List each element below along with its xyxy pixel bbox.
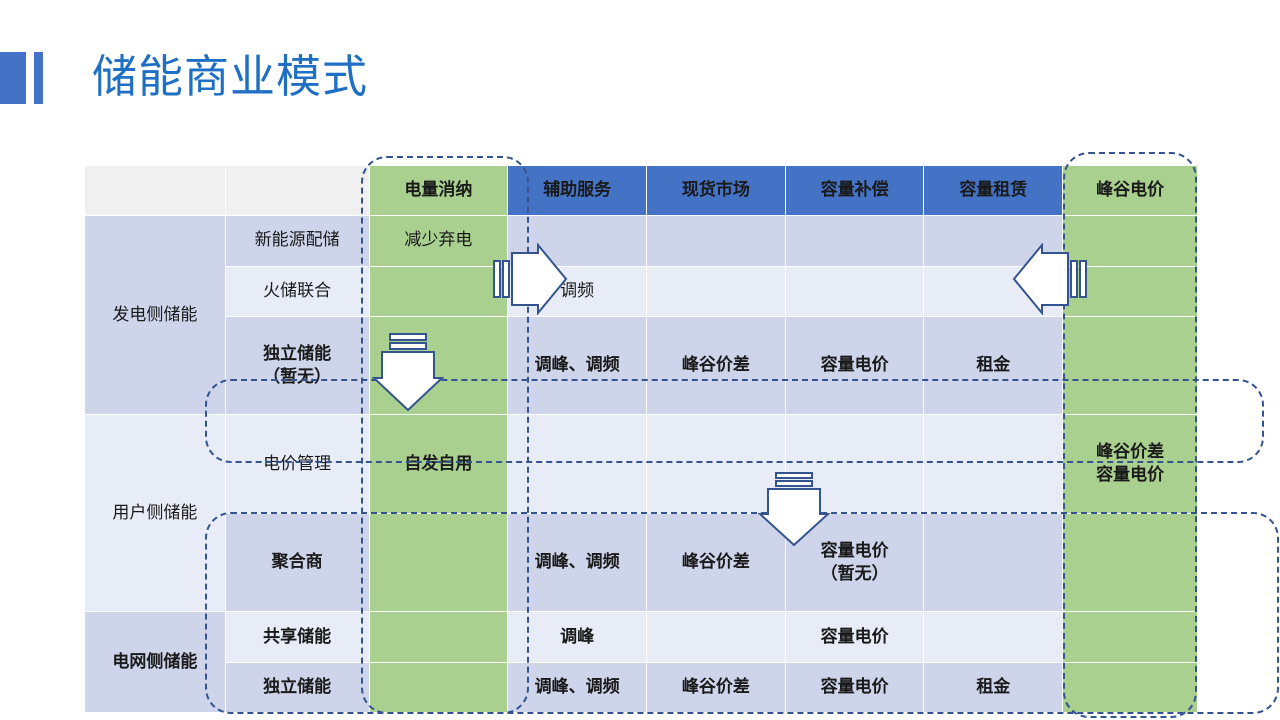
group-label-3: 电网侧储能 (84, 611, 226, 713)
column-header-2 (224, 164, 370, 217)
title-accent-bar-small (34, 52, 43, 104)
table-cell (923, 611, 1064, 663)
row-label: 独立储能（暂无） (224, 315, 370, 416)
table-row: 用户侧储能电价管理自发自用 峰谷价差容量电价 (84, 414, 1198, 613)
row-label: 共享储能 (224, 611, 370, 663)
row-label: 电价管理 (224, 414, 370, 514)
table-cell (784, 215, 925, 267)
table-cell (1062, 661, 1198, 714)
table-cell: 容量电价 (784, 661, 925, 714)
table-cell: 容量电价 (784, 611, 925, 663)
table-cell (368, 611, 509, 663)
table-cell (645, 611, 786, 663)
table-cell: 峰谷价差 (645, 512, 786, 613)
group-label-2: 用户侧储能 (84, 414, 226, 613)
column-header-6: 容量补偿 (784, 164, 925, 217)
table-cell (368, 265, 509, 317)
page-title: 储能商业模式 (92, 51, 369, 102)
table-cell (1062, 315, 1198, 416)
title-accent-bars (0, 52, 43, 104)
row-label: 独立储能 (224, 661, 370, 714)
table-cell: 调峰、调频 (507, 661, 647, 714)
table-cell (507, 215, 647, 267)
row-label: 新能源配储 (224, 215, 370, 267)
table-cell (923, 215, 1064, 267)
matrix-header-row: 电量消纳辅助服务现货市场容量补偿容量租赁峰谷电价 (84, 164, 1198, 217)
table-cell (507, 414, 647, 514)
table-cell: 调峰 (507, 611, 647, 663)
table-row: 独立储能 调峰、调频峰谷价差容量电价租金 (85, 661, 1198, 714)
table-row: 电网侧储能共享储能调峰容量电价 (84, 611, 1198, 713)
column-header-7: 容量租赁 (923, 164, 1064, 217)
column-header-4: 辅助服务 (507, 164, 647, 217)
table-cell (645, 215, 786, 267)
title-accent-gap (26, 52, 34, 104)
table-cell (784, 414, 925, 514)
table-cell (784, 265, 925, 317)
table-cell: 容量电价（暂无） (784, 512, 925, 613)
table-row: 发电侧储能新能源配储减少弃电 (84, 215, 1198, 416)
title-accent-bar-large (0, 52, 26, 104)
column-header-1 (84, 164, 226, 217)
table-cell: 租金 (923, 315, 1064, 416)
column-header-5: 现货市场 (645, 164, 786, 217)
table-cell (1062, 265, 1198, 317)
table-cell (923, 512, 1064, 613)
table-cell: 容量电价 (784, 315, 925, 416)
table-cell (1062, 611, 1198, 663)
table-cell (1062, 215, 1198, 267)
column-header-8: 峰谷电价 (1062, 164, 1198, 217)
table-cell: 峰谷价差容量电价 (1062, 414, 1198, 514)
table-cell: 峰谷价差 (645, 661, 786, 714)
table-row: 独立储能（暂无） 调峰、调频峰谷价差容量电价租金 (85, 315, 1198, 416)
table-cell: 峰谷价差 (645, 315, 786, 416)
row-label: 聚合商 (224, 512, 370, 613)
table-cell (368, 315, 509, 416)
group-label-1: 发电侧储能 (84, 215, 226, 416)
row-label: 火储联合 (224, 265, 370, 317)
table-cell: 自发自用 (368, 414, 509, 514)
table-cell: 租金 (923, 661, 1064, 714)
table-cell (923, 265, 1064, 317)
table-cell: 调频 (507, 265, 647, 317)
table-row: 聚合商 调峰、调频峰谷价差容量电价（暂无） (85, 512, 1198, 613)
business-model-matrix: 电量消纳辅助服务现货市场容量补偿容量租赁峰谷电价发电侧储能新能源配储减少弃电火储… (84, 164, 1198, 714)
table-cell (368, 661, 509, 714)
table-cell (923, 414, 1064, 514)
table-cell: 调峰、调频 (507, 315, 647, 416)
column-header-3: 电量消纳 (368, 164, 509, 217)
table-cell (368, 512, 509, 613)
table-row: 火储联合 调频 (85, 265, 1198, 317)
table-cell: 调峰、调频 (507, 512, 647, 613)
table-cell (645, 265, 786, 317)
table-cell: 减少弃电 (368, 215, 509, 267)
table-cell (1062, 512, 1198, 613)
table-cell (645, 414, 786, 514)
